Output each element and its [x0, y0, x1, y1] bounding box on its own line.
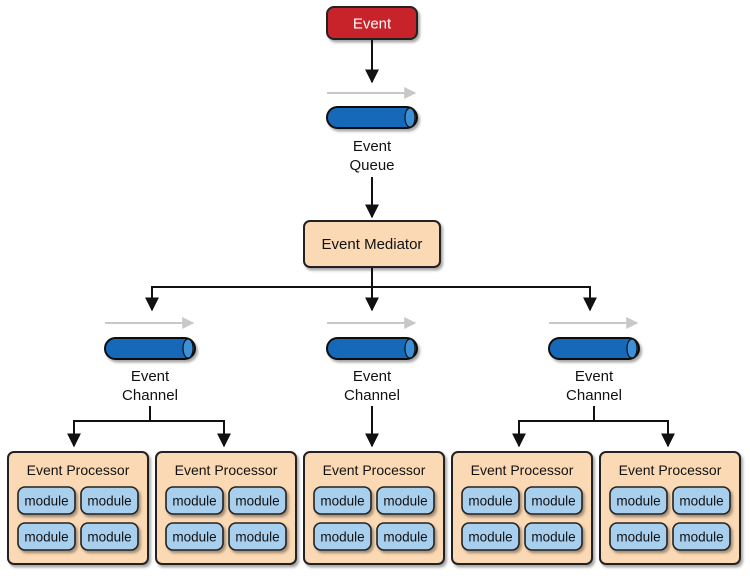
- channel-2-label-line1: Event: [353, 368, 392, 385]
- module-label: module: [679, 530, 723, 545]
- module-box: module: [672, 486, 731, 515]
- event-node: Event: [326, 6, 418, 40]
- event-processor-title: Event Processor: [175, 462, 278, 478]
- event-channel-1: Event Channel: [104, 317, 196, 404]
- event-processor-1: Event Processor module module module module: [7, 451, 149, 565]
- module-label: module: [320, 494, 364, 509]
- module-label: module: [235, 530, 279, 545]
- module-box: module: [313, 522, 372, 551]
- module-box: module: [165, 486, 224, 515]
- event-mediator-node: Event Mediator: [303, 220, 441, 268]
- module-box: module: [609, 522, 668, 551]
- module-box: module: [524, 522, 583, 551]
- event-processor-5: Event Processor module module module module: [599, 451, 741, 565]
- channel-3-split-connector: [512, 406, 675, 448]
- channel-3-pipe: [548, 337, 640, 360]
- module-label: module: [235, 494, 279, 509]
- module-label: module: [468, 494, 512, 509]
- module-box: module: [461, 486, 520, 515]
- channel-3-label-line2: Channel: [566, 387, 622, 404]
- event-processor-title: Event Processor: [471, 462, 574, 478]
- module-box: module: [609, 486, 668, 515]
- module-box: module: [376, 486, 435, 515]
- event-processor-title: Event Processor: [619, 462, 722, 478]
- module-box: module: [80, 486, 139, 515]
- module-label: module: [679, 494, 723, 509]
- event-label: Event: [353, 16, 392, 33]
- module-box: module: [80, 522, 139, 551]
- queue-label-line1: Event: [353, 138, 392, 155]
- event-channel-3: Event Channel: [548, 317, 640, 404]
- module-label: module: [320, 530, 364, 545]
- event-processor-2: Event Processor module module module module: [155, 451, 297, 565]
- module-label: module: [24, 530, 68, 545]
- channel-2-label-line2: Channel: [344, 387, 400, 404]
- mediator-fanout-connector: [145, 268, 597, 312]
- module-box: module: [461, 522, 520, 551]
- module-label: module: [531, 494, 575, 509]
- module-box: module: [228, 522, 287, 551]
- module-label: module: [24, 494, 68, 509]
- module-label: module: [87, 530, 131, 545]
- module-label: module: [383, 530, 427, 545]
- event-processor-4: Event Processor module module module module: [451, 451, 593, 565]
- channel-1-pipe: [104, 337, 196, 360]
- module-box: module: [672, 522, 731, 551]
- module-box: module: [524, 486, 583, 515]
- event-processor-3: Event Processor module module module module: [303, 451, 445, 565]
- module-label: module: [531, 530, 575, 545]
- module-label: module: [87, 494, 131, 509]
- event-channel-2: Event Channel: [326, 317, 418, 404]
- module-box: module: [165, 522, 224, 551]
- module-label: module: [468, 530, 512, 545]
- channel-3-label-line1: Event: [575, 368, 614, 385]
- channel-1-split-connector: [67, 406, 231, 448]
- module-box: module: [17, 522, 76, 551]
- mediator-label: Event Mediator: [322, 236, 423, 253]
- queue-label-line2: Queue: [349, 157, 394, 174]
- module-box: module: [376, 522, 435, 551]
- module-label: module: [172, 530, 216, 545]
- module-label: module: [383, 494, 427, 509]
- module-label: module: [616, 494, 660, 509]
- event-queue-pipe: [326, 87, 418, 129]
- channel-2-pipe: [326, 337, 418, 360]
- module-box: module: [313, 486, 372, 515]
- event-processor-title: Event Processor: [323, 462, 426, 478]
- module-label: module: [616, 530, 660, 545]
- channel-1-label-line1: Event: [131, 368, 170, 385]
- event-processor-title: Event Processor: [27, 462, 130, 478]
- channel-1-label-line2: Channel: [122, 387, 178, 404]
- module-box: module: [17, 486, 76, 515]
- module-box: module: [228, 486, 287, 515]
- module-label: module: [172, 494, 216, 509]
